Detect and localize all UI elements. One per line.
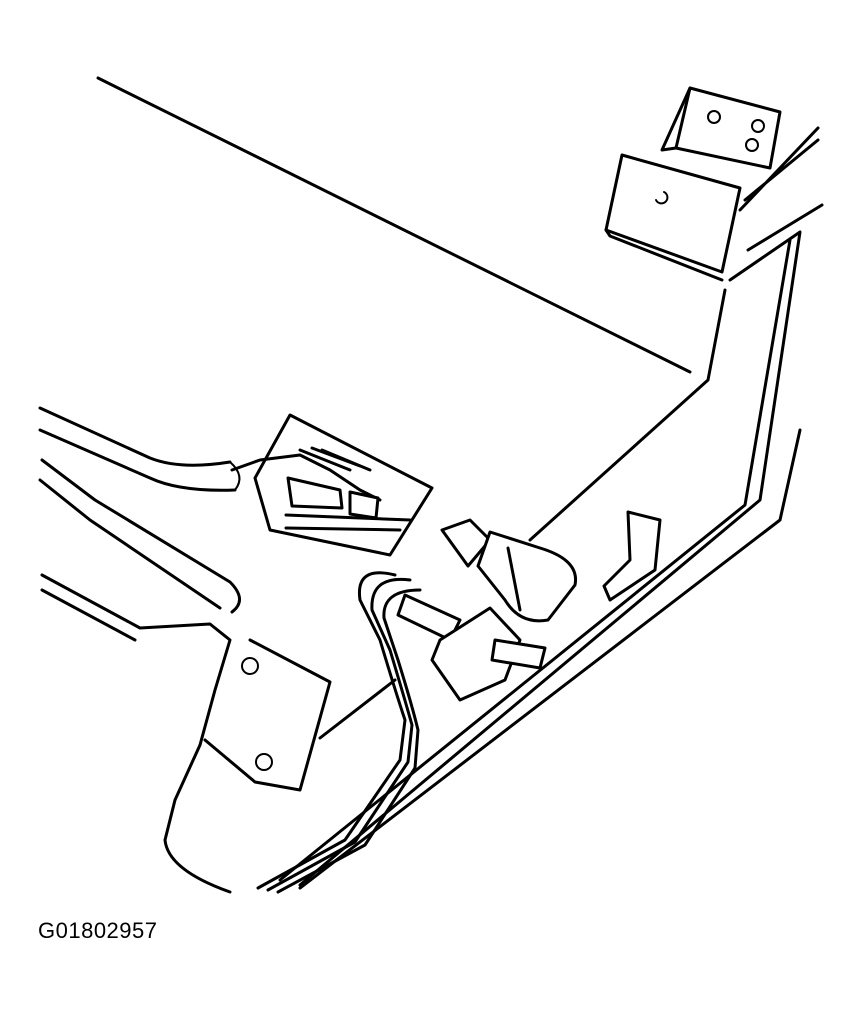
- lower-bracket: [604, 153, 742, 282]
- side-rail-outer: [298, 126, 824, 887]
- side-rail-far: [298, 428, 802, 890]
- side-flange: [528, 288, 727, 542]
- retainer-tab: [602, 510, 662, 602]
- tube-middle: [38, 458, 241, 614]
- harness-connector: [396, 593, 547, 702]
- panel-top-edge: [96, 76, 692, 374]
- sensor-socket: [440, 518, 578, 623]
- upper-bracket: [660, 86, 782, 170]
- mounting-plate: [203, 638, 332, 792]
- connector-bracket: [230, 413, 434, 557]
- figure-code: G01802957: [38, 918, 158, 943]
- wiring-harness: [256, 571, 422, 894]
- lower-arm: [40, 573, 232, 894]
- panel-crease: [318, 678, 397, 740]
- tube-upper: [38, 406, 241, 492]
- side-rail-inner: [278, 238, 792, 882]
